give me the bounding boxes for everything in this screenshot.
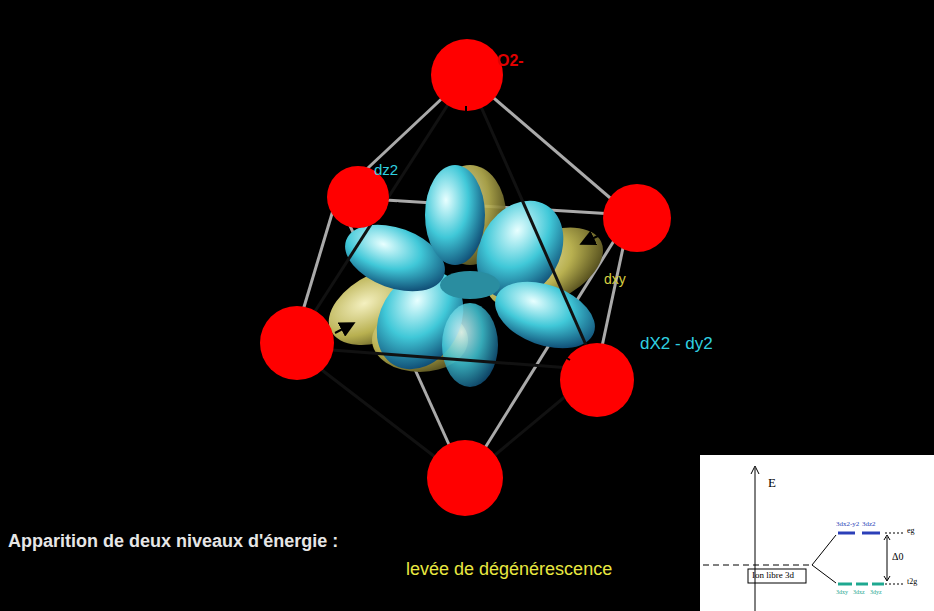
ion-label: O2- xyxy=(497,52,524,70)
orbital-level-label: 3dxz xyxy=(853,589,865,596)
orbital-level-label: 3dx2-y2 xyxy=(836,521,859,529)
orbital-level-label: 3dz2 xyxy=(862,521,876,529)
orbital-label: dxy xyxy=(604,272,626,287)
orbital-level-label: 3dyz xyxy=(870,589,882,596)
level-label: eg xyxy=(907,527,915,536)
highlight-text: levée de dégénérescence xyxy=(406,560,612,580)
statement-text: Apparition de deux niveaux d'énergie : xyxy=(8,532,338,552)
orbital-label: dz2 xyxy=(374,162,398,179)
orbital-label: dX2 - dy2 xyxy=(640,335,713,354)
level-label: t2g xyxy=(907,578,917,587)
orbital-level-label: 3dxy xyxy=(836,589,848,596)
splitting-label: Δ0 xyxy=(892,551,903,562)
axis-label: E xyxy=(768,476,776,490)
level-label: Ion libre 3d xyxy=(752,571,794,581)
